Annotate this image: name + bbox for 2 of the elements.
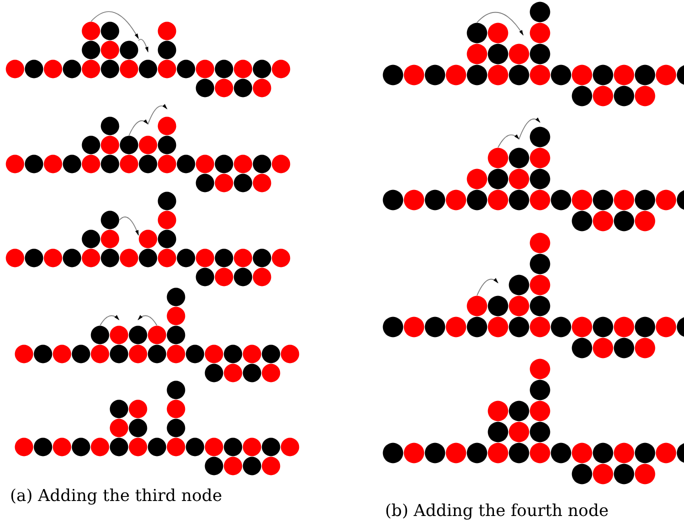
figure-caption: (a) Adding the third node bbox=[10, 486, 222, 505]
figure-caption: (b) Adding the fourth node bbox=[385, 501, 609, 520]
